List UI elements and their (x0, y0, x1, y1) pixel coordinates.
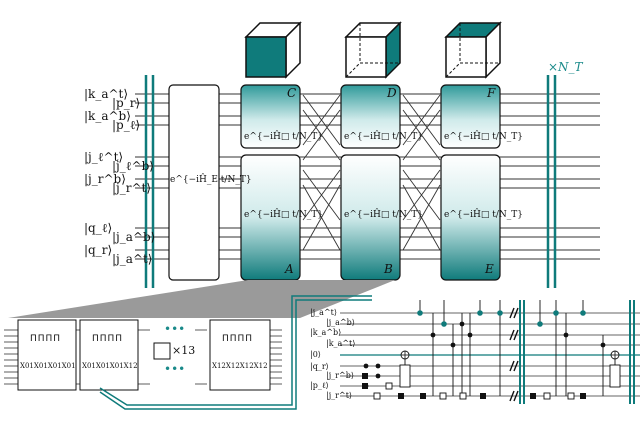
repeat-count-label: ×N_T (548, 60, 583, 74)
zoom-ket-zero: |0⟩ (310, 350, 321, 359)
swap-crossings (302, 94, 441, 251)
chi-row-1: X01X01X01X01 (20, 362, 76, 370)
cube-icon-3 (444, 21, 502, 79)
ket-label-j-a-t: |j_a^t⟩ (112, 252, 153, 266)
gate-letter-A: A (285, 262, 294, 276)
zoom-panel-left (4, 319, 282, 391)
chi-row-3: X12X12X12X12 (212, 362, 268, 370)
pi-row-3: ΠΠΠΠ (222, 334, 254, 344)
ket-label-k-a-t: |k_a^t⟩ (84, 87, 129, 101)
ket-label-p-l: |p_ℓ⟩ (112, 118, 141, 132)
electric-gate-label: e^{−iĤ_E t/N_T} (170, 175, 252, 185)
ket-label-j-l-t: |j_ℓ^t⟩ (84, 150, 124, 164)
gate-letter-D: D (387, 86, 397, 100)
zoom-ket-k-a-b: |k_a^b⟩ (310, 328, 342, 337)
barrier-left (144, 75, 155, 288)
zoom-ket-j-r-b: |j_r^b⟩ (326, 371, 354, 380)
cube-icon-1 (244, 21, 302, 79)
zoom-ket-j-a-b: |j_a^b⟩ (326, 318, 355, 327)
cube-icon-2 (344, 21, 402, 79)
zoom-panel-right (340, 300, 640, 404)
plaquette-expr-B: e^{−iĤ□ t/N_T} (344, 210, 423, 220)
multiplier-label: ×13 (172, 344, 196, 357)
plaquette-expr-A: e^{−iĤ□ t/N_T} (244, 210, 323, 220)
zoom-ket-j-a-t: |j_a^t⟩ (310, 308, 337, 317)
dots-top: ••• (164, 322, 186, 336)
zoom-ket-p-l: |p_ℓ⟩ (310, 381, 329, 390)
zoom-connector (99, 295, 372, 410)
zoom-ket-q-r: |q_r⟩ (310, 362, 329, 371)
chi-row-2: X01X01X01X12 (82, 362, 138, 370)
ket-label-k-a-b: |k_a^b⟩ (84, 109, 131, 123)
gate-letter-C: C (287, 86, 297, 100)
ket-label-j-l-b: |j_ℓ^b⟩ (112, 159, 154, 173)
plaquette-expr-D: e^{−iĤ□ t/N_T} (344, 132, 423, 142)
gate-letter-F: F (487, 86, 496, 100)
plaquette-expr-E: e^{−iĤ□ t/N_T} (444, 210, 523, 220)
zoom-ket-k-a-t: |k_a^t⟩ (326, 339, 356, 348)
zoom-ket-j-r-t: |j_r^t⟩ (326, 391, 353, 400)
ket-label-j-r-t: |j_r^t⟩ (112, 181, 152, 195)
plaquette-gate-col-1 (240, 84, 301, 281)
ket-label-q-r: |q_r⟩ (84, 243, 113, 257)
plaquette-expr-C: e^{−iĤ□ t/N_T} (244, 132, 323, 142)
plaquette-expr-F: e^{−iĤ□ t/N_T} (444, 132, 523, 142)
ket-label-q-l: |q_ℓ⟩ (84, 221, 113, 235)
zoom-cone (8, 280, 395, 318)
gate-letter-E: E (485, 262, 494, 276)
dots-bottom: ••• (164, 362, 186, 376)
plaquette-gate-col-3 (440, 84, 501, 281)
ket-label-j-a-b: |j_a^b⟩ (112, 230, 156, 244)
pi-row-2: ΠΠΠΠ (92, 334, 124, 344)
ket-label-j-r-b: |j_r^b⟩ (84, 172, 126, 186)
barrier-right (546, 75, 557, 288)
ket-label-p-r: |p_r⟩ (112, 96, 141, 110)
plaquette-gate-col-2 (340, 84, 401, 281)
gate-letter-B: B (384, 262, 393, 276)
electric-evolution-gate (168, 84, 220, 281)
pi-row-1: ΠΠΠΠ (30, 334, 62, 344)
